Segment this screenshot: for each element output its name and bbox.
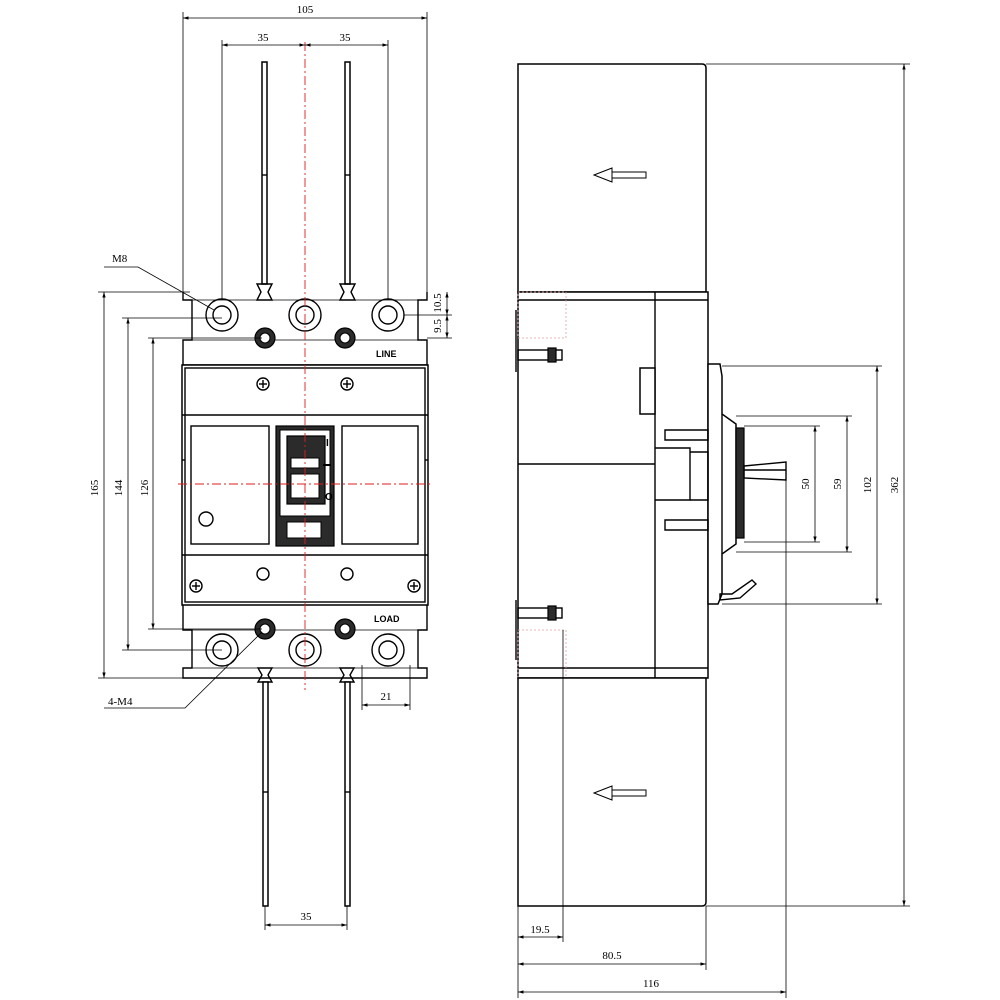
dim-offset-9-5: 9.5 [432,319,444,333]
load-label: LOAD [374,614,400,624]
bottom-busbar-right [338,667,356,907]
dim-pole-pitch-left: 35 [258,32,270,44]
top-busbar-left [255,61,274,301]
dim-height-50: 50 [800,478,812,490]
side-view: 362 102 59 50 19.5 80.5 116 [515,63,910,998]
on-symbol: I [326,438,329,449]
bottom-busbar-left [256,667,274,907]
dim-height-165: 165 [89,479,101,496]
top-busbar-right [338,61,357,301]
dim-height-144: 144 [113,479,125,496]
front-view: LINE [89,4,452,930]
terminal-screw-icon [371,633,405,667]
dim-offset-10-5: 10.5 [432,293,444,313]
dim-depth-80-5: 80.5 [602,950,622,962]
dim-depth-116: 116 [643,978,660,990]
dim-height-59: 59 [832,478,844,490]
dim-total-height: 362 [889,477,901,494]
dim-height-126: 126 [139,479,151,496]
terminal-screw-icon [371,298,405,332]
dim-overall-width: 105 [297,4,314,16]
dim-height-102: 102 [862,477,874,494]
dim-terminal-width: 21 [381,691,392,703]
callout-4-m4: 4-M4 [108,696,133,708]
terminal-screw-icon [205,298,239,332]
dim-depth-19-5: 19.5 [530,924,550,936]
mount-screw-icon [256,377,270,391]
mount-screw-icon [340,377,354,391]
mount-screw-icon [407,579,421,593]
mount-screw-icon [189,579,203,593]
line-label: LINE [376,349,397,359]
dim-bottom-pitch: 35 [301,911,313,923]
arrow-left-icon [592,167,647,183]
off-symbol: O [325,492,333,503]
dim-pole-pitch-right: 35 [340,32,352,44]
arrow-left-icon [592,785,647,801]
callout-m8: M8 [112,253,128,265]
